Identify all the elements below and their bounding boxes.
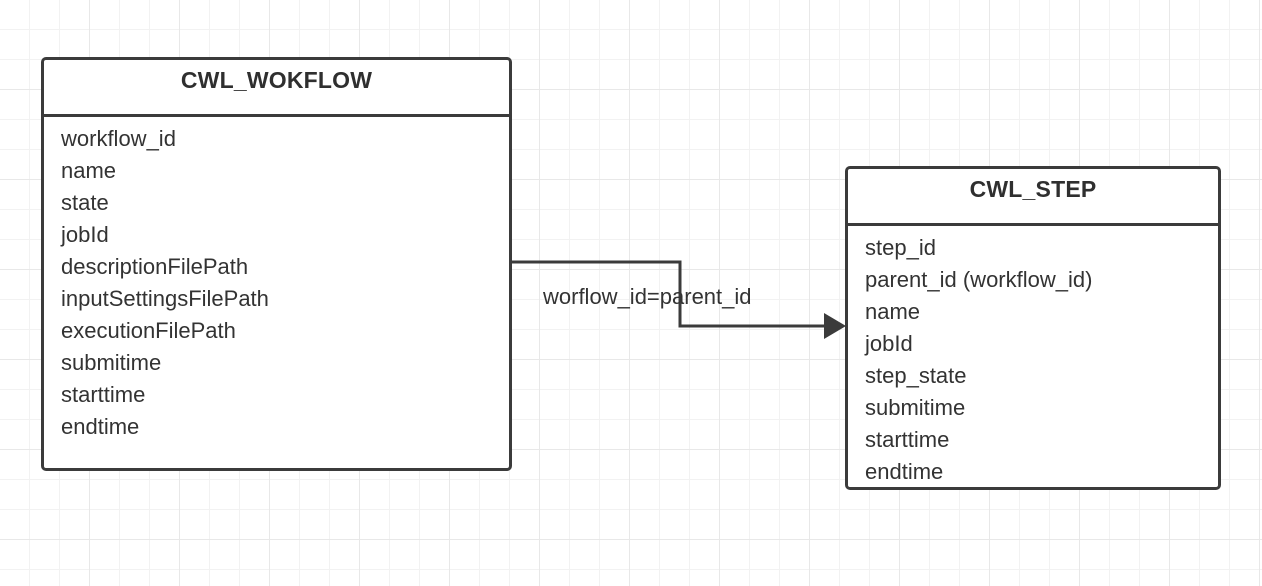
entity-header-cwl-workflow: CWL_WOKFLOW (44, 60, 509, 117)
attribute-row: jobId (61, 222, 109, 247)
entity-header-cwl-step: CWL_STEP (848, 169, 1218, 226)
attribute-row: step_id (865, 235, 936, 260)
attribute-row: parent_id (workflow_id) (865, 267, 1093, 292)
attribute-row: inputSettingsFilePath (61, 286, 269, 311)
entity-attribute-list-cwl-workflow: workflow_id name state jobId description… (44, 117, 509, 451)
attribute-row: submitime (865, 395, 966, 420)
attribute-row: name (865, 299, 921, 324)
attribute-row: jobId (865, 331, 913, 356)
relationship-label-workflow-to-step: worflow_id=parent_id (543, 284, 752, 309)
attribute-row: starttime (61, 382, 146, 407)
attribute-row: endtime (61, 414, 140, 439)
attribute-row: workflow_id (61, 126, 176, 151)
entity-title-cwl-workflow: CWL_WOKFLOW (180, 67, 373, 93)
attribute-row: executionFilePath (61, 318, 236, 343)
arrowhead-icon (824, 313, 846, 339)
attribute-row: state (61, 190, 109, 215)
attribute-row: name (61, 158, 117, 183)
attribute-row: descriptionFilePath (61, 254, 249, 279)
attribute-row: starttime (865, 427, 950, 452)
entity-cwl-step[interactable]: CWL_STEP step_id parent_id (workflow_id)… (845, 166, 1221, 490)
entity-attribute-list-cwl-step: step_id parent_id (workflow_id) name job… (848, 226, 1218, 487)
attribute-row: step_state (865, 363, 967, 388)
entity-title-cwl-step: CWL_STEP (969, 176, 1097, 202)
attribute-row: endtime (865, 459, 944, 484)
entity-cwl-workflow[interactable]: CWL_WOKFLOW workflow_id name state jobId… (41, 57, 512, 471)
attribute-row: submitime (61, 350, 162, 375)
